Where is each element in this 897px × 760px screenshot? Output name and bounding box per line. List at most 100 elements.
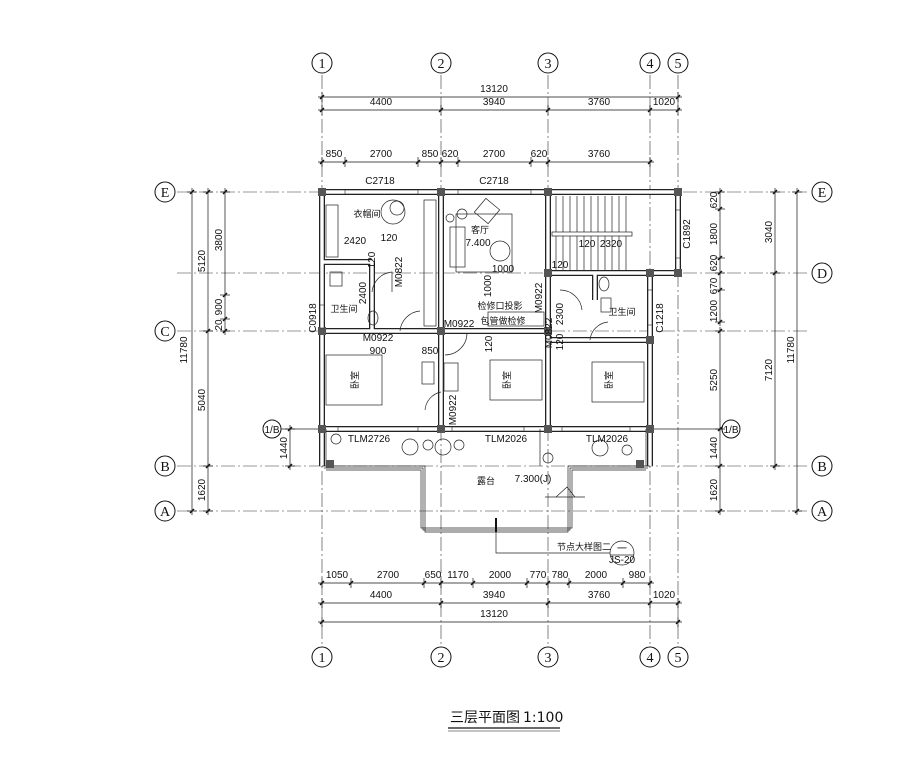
dim-text: 850: [422, 346, 439, 357]
axis-bubble: [811, 262, 833, 284]
column: [646, 269, 654, 277]
room-label: 卫生间: [330, 303, 357, 315]
dim-text: 670: [709, 277, 720, 294]
dim-tick: [717, 270, 723, 276]
room-label: 卧室: [501, 371, 513, 389]
dim-text: 780: [552, 570, 569, 581]
dim-tick: [189, 508, 195, 514]
axis-label-row: D: [817, 267, 827, 282]
dim-text: 620: [709, 191, 720, 208]
dim-tick: [545, 159, 551, 165]
column: [318, 425, 326, 433]
dim-tick: [647, 107, 653, 113]
axis-label-col: 2: [438, 651, 445, 666]
dim-text: 3760: [588, 149, 611, 160]
dim-tick: [717, 206, 723, 212]
dim-text: 900: [370, 346, 387, 357]
axis-bubble: [811, 500, 833, 522]
dim-tick: [319, 107, 325, 113]
room-label: 卫生间: [608, 306, 635, 318]
dim-tick: [717, 426, 723, 432]
dim-text: 2300: [555, 302, 566, 325]
title-name: 三层平面图: [450, 710, 520, 726]
axis-bubble: [430, 52, 452, 74]
elevation-marker: [545, 486, 585, 498]
axis-label-col: 4: [647, 57, 654, 72]
axis-bubble: [262, 419, 282, 439]
dim-text: 620: [709, 254, 720, 271]
column: [674, 269, 682, 277]
dim-text: 3940: [483, 97, 506, 108]
opening-label: C2718: [365, 176, 395, 187]
dim-tick: [222, 328, 228, 334]
dim-tick: [717, 287, 723, 293]
plant-pot: [330, 433, 342, 445]
dim-text: 2700: [370, 149, 393, 160]
detail-bubble: [609, 540, 635, 566]
column: [646, 336, 654, 344]
round-ottoman: [389, 200, 405, 216]
dim-tick: [675, 94, 681, 100]
rug: [455, 213, 513, 273]
column: [544, 327, 552, 335]
wash-basin: [600, 297, 612, 313]
dim-tick: [319, 580, 325, 586]
dim-text: 3760: [588, 97, 611, 108]
dim-text: 1170: [447, 570, 469, 581]
axis-label-row: C: [160, 325, 169, 340]
dim-tick: [528, 159, 534, 165]
dim-tick: [205, 463, 211, 469]
column: [674, 188, 682, 196]
window: [647, 289, 653, 326]
elevation-label: 7.400: [465, 238, 490, 249]
dim-text: 11780: [179, 336, 190, 364]
side-table: [489, 240, 511, 262]
desk: [421, 361, 435, 385]
axis-label-row: E: [818, 186, 827, 201]
wash-basin: [329, 271, 343, 287]
terrace-edge: [325, 429, 647, 466]
dim-text: 980: [629, 570, 646, 581]
dim-text: 5120: [197, 249, 208, 272]
armchair: [473, 197, 501, 225]
detail-ref-label: 节点大样图二: [557, 541, 611, 553]
dim-tick: [675, 619, 681, 625]
door: [444, 332, 468, 356]
dim-tick: [524, 580, 530, 586]
dim-text: 120: [367, 251, 378, 268]
axis-label-col: 1: [319, 651, 326, 666]
sliding-door: [337, 426, 419, 432]
window: [319, 304, 325, 329]
furniture: [325, 197, 645, 566]
door: [424, 391, 442, 411]
column: [544, 425, 552, 433]
dim-text: 3800: [214, 228, 225, 251]
axis-label-col: 3: [545, 57, 552, 72]
dim-text: 120: [555, 333, 566, 350]
dim-text: 2700: [483, 149, 506, 160]
dim-tick: [794, 508, 800, 514]
dim-tick: [438, 107, 444, 113]
window: [675, 209, 681, 259]
dim-tick: [717, 508, 723, 514]
dim-text: 3040: [764, 220, 775, 243]
sliding-door: [451, 426, 525, 432]
room-label: 客厅: [471, 224, 489, 236]
dim-text: 3940: [483, 590, 506, 601]
dimension-lines: [187, 92, 802, 627]
opening-label: M0922: [534, 282, 545, 313]
dim-tick: [545, 580, 551, 586]
window: [457, 189, 532, 195]
column: [318, 188, 326, 196]
axis-bubble: [811, 181, 833, 203]
dim-tick: [319, 600, 325, 606]
dim-tick: [415, 159, 421, 165]
opening-label: M0922: [363, 333, 394, 344]
bed: [325, 354, 383, 406]
axis-label-col: 2: [438, 57, 445, 72]
axis-bubble: [154, 181, 176, 203]
note-hatch: 检修口投影: [477, 300, 522, 312]
door: [399, 310, 421, 332]
dim-tick: [772, 270, 778, 276]
